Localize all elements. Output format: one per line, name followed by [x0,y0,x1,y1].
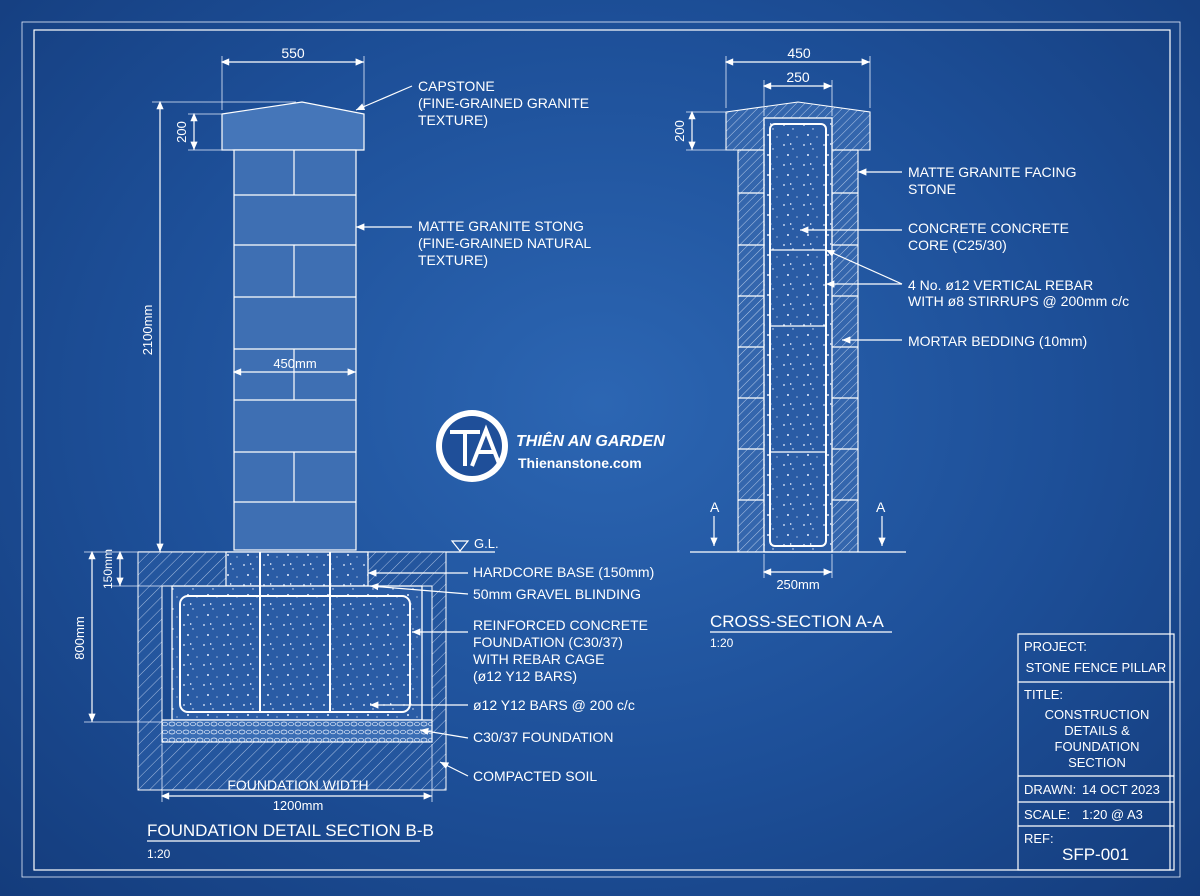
label-rebar-2: WITH ø8 STIRRUPS @ 200mm c/c [908,293,1129,309]
label-rc-3: WITH REBAR CAGE [473,651,604,667]
ref-value: SFP-001 [1062,845,1129,864]
capstone [221,101,365,151]
label-rc-1: REINFORCED CONCRETE [473,617,648,633]
left-pillar-elevation: G.L. [137,101,499,791]
label-capstone-3: TEXTURE) [418,112,488,128]
concrete-core [763,117,833,553]
label-stone-2: (FINE-GRAINED NATURAL [418,235,591,251]
right-callouts: MATTE GRANITE FACING STONE CONCRETE CONC… [800,164,1129,349]
dim-base-height: 150mm [101,549,115,589]
label-rebar-1: 4 No. ø12 VERTICAL REBAR [908,277,1093,293]
right-drawing-scale: 1:20 [710,636,734,650]
right-drawing-title: CROSS-SECTION A-A [710,612,884,631]
label-capstone-1: CAPSTONE [418,78,495,94]
label-stone-3: TEXTURE) [418,252,488,268]
left-drawing-title: FOUNDATION DETAIL SECTION B-B [147,821,434,840]
title-line-2: DETAILS & [1064,723,1130,738]
ground-level-label: G.L. [474,536,499,551]
ground-level-symbol [450,540,470,552]
dim-foundation-width-label: FOUNDATION WIDTH [227,777,368,793]
label-c30: C30/37 FOUNDATION [473,729,614,745]
title-line-1: CONSTRUCTION [1045,707,1150,722]
stone-courses [234,150,356,503]
pillar-stone-body [233,149,357,551]
logo-monogram-icon [450,424,502,467]
label-facing-2: STONE [908,181,956,197]
title-block-frame [1017,633,1175,871]
title-label: TITLE: [1024,687,1063,702]
project-value: STONE FENCE PILLAR [1026,660,1167,675]
title-line-3: FOUNDATION [1055,739,1140,754]
scale-label: SCALE: [1024,807,1070,822]
outer-border [21,21,1181,878]
right-cross-section: A A [690,101,906,553]
concrete-foundation [171,585,423,721]
core-rebar [769,123,827,547]
left-drawing-scale: 1:20 [147,847,171,861]
label-stone-1: MATTE GRANITE STONG [418,218,584,234]
dim-pillar-width: 450mm [273,356,316,371]
ref-label: REF: [1024,831,1054,846]
label-core-2: CORE (C25/30) [908,237,1007,253]
drawn-label: DRAWN: [1024,782,1076,797]
dim-cap-height: 200 [174,121,189,143]
section-marker-right: A [876,499,886,515]
left-callouts: CAPSTONE (FINE-GRAINED GRANITE TEXTURE) … [355,78,654,784]
right-dimensions: 450 250 200 250mm [672,45,871,592]
watermark-site: Thienanstone.com [518,455,642,471]
label-facing-1: MATTE GRANITE FACING [908,164,1077,180]
label-gravel: 50mm GRAVEL BLINDING [473,586,641,602]
foundation-rebar-cage [179,595,411,713]
dim-foundation-width: 1200mm [273,798,324,813]
stirrups [770,249,826,453]
gravel-blinding [161,719,433,743]
label-rc-4: (ø12 Y12 BARS) [473,668,577,684]
dim-core-width: 250 [786,69,810,85]
watermark-brand: THIÊN AN GARDEN [516,431,665,450]
drawn-value: 14 OCT 2023 [1082,782,1160,797]
project-label: PROJECT: [1024,639,1087,654]
dim-cap-width: 550 [281,45,305,61]
inner-border [33,29,1171,871]
section-marker-left: A [710,499,720,515]
title-block: PROJECT: STONE FENCE PILLAR TITLE: CONST… [1017,633,1175,871]
label-hardcore: HARDCORE BASE (150mm) [473,564,654,580]
dim-right-cap-height: 200 [672,120,687,142]
left-dimensions: 550 200 2100mm 450mm 150mm 800mm FOUNDAT… [72,45,433,813]
dim-bottom-width: 250mm [776,577,819,592]
label-core-1: CONCRETE CONCRETE [908,220,1069,236]
label-capstone-2: (FINE-GRAINED GRANITE [418,95,589,111]
hardcore-base [225,551,369,587]
label-soil: COMPACTED SOIL [473,768,597,784]
label-rc-2: FOUNDATION (C30/37) [473,634,623,650]
title-line-4: SECTION [1068,755,1126,770]
dim-pillar-height: 2100mm [140,305,155,356]
watermark-logo: THIÊN AN GARDEN Thienanstone.com [436,410,665,482]
dim-outer-width: 450 [787,45,811,61]
dim-foundation-depth: 800mm [72,616,87,659]
scale-value: 1:20 @ A3 [1082,807,1143,822]
label-mortar: MORTAR BEDDING (10mm) [908,333,1087,349]
label-bars: ø12 Y12 BARS @ 200 c/c [473,697,635,713]
